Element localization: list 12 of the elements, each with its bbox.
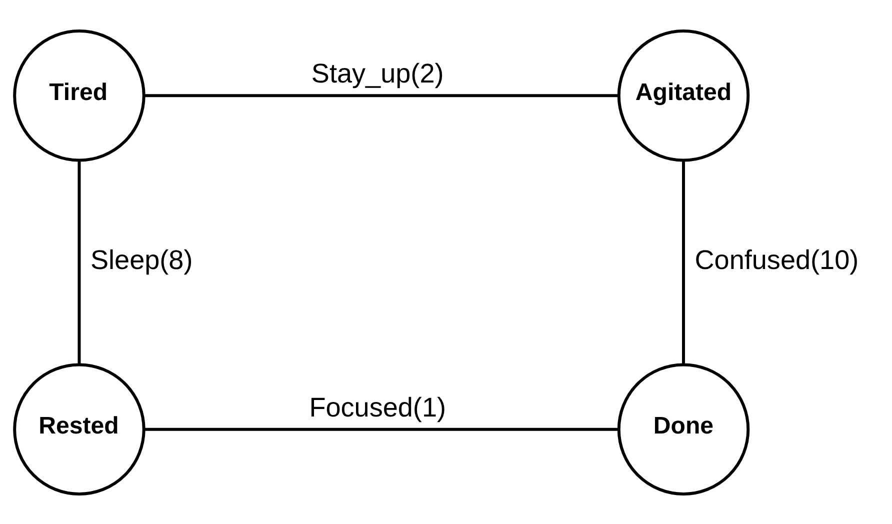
edge-label: Sleep(8)	[90, 244, 193, 275]
connector	[682, 160, 685, 364]
node-circle: Rested	[13, 362, 146, 495]
connector	[78, 160, 81, 364]
connector	[144, 427, 619, 430]
edge-label: Focused(1)	[309, 392, 446, 422]
connector	[144, 94, 619, 97]
edge-label: Confused(10)	[694, 244, 859, 275]
node-circle: Done	[617, 362, 750, 495]
node-circle: Tired	[13, 29, 146, 162]
node-circle: Agitated	[617, 29, 750, 162]
edge-label: Stay_up(2)	[311, 58, 444, 88]
